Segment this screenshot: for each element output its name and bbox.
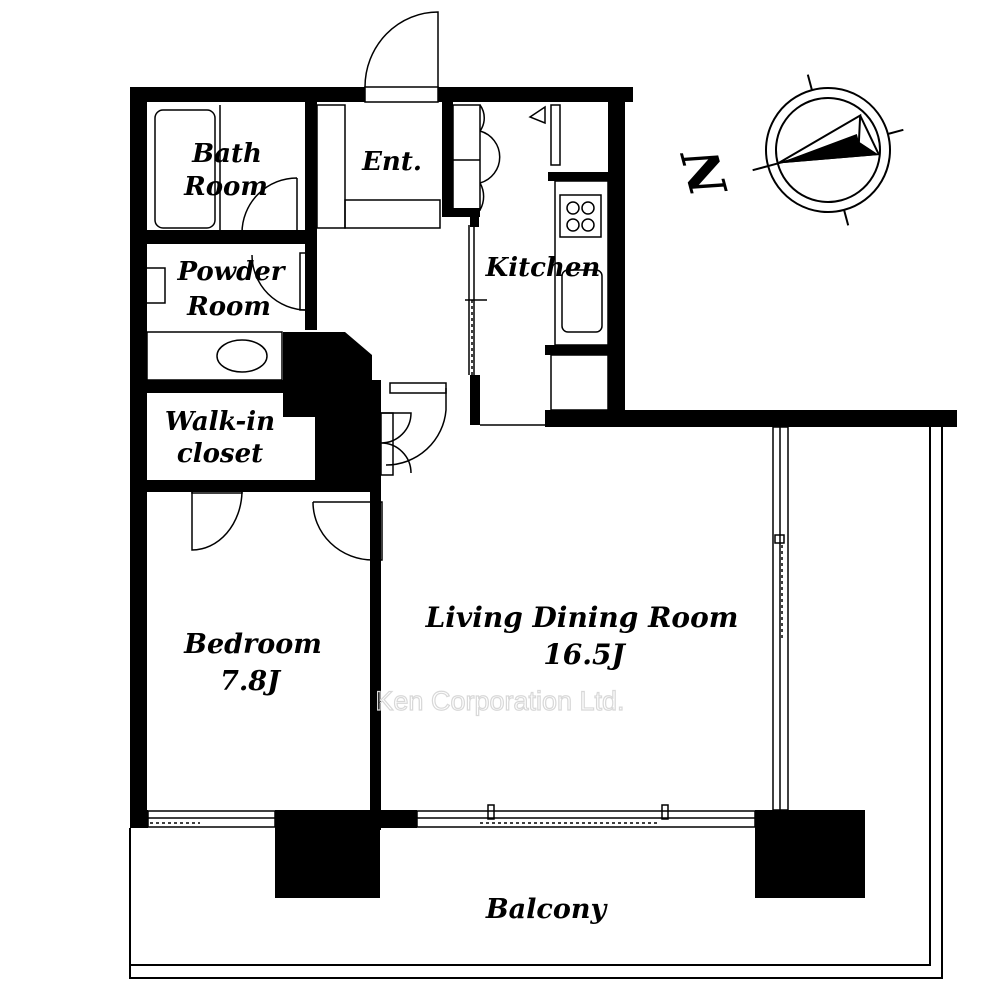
bath-room-label: Bath [191,139,262,169]
walls [130,87,957,898]
watermark: Ken Corporation Ltd. [375,686,624,716]
wash-basin [216,339,268,373]
bath-room-label-2: Room [183,172,268,202]
walk-in-closet-label-2: closet [177,439,263,469]
walk-in-closet-label: Walk-in [165,407,275,437]
powder-room-label-2: Room [186,292,271,322]
north-label: N [670,140,740,204]
bathtub [154,109,216,229]
entrance-door-swing [364,11,439,88]
living-room-label: Living Dining Room [425,601,739,634]
powder-room-label: Powder [177,257,287,287]
fixtures [146,11,789,828]
entrance-label: Ent. [361,147,422,177]
balcony-label: Balcony [485,894,609,925]
stove [559,194,602,238]
bedroom-label: Bedroom [183,629,322,660]
bedroom-area: 7.8J [220,666,282,697]
toilet [147,267,166,304]
living-room-area: 16.5J [543,638,626,671]
kitchen-sink [561,269,603,333]
kitchen-label: Kitchen [485,253,601,283]
compass [752,74,904,226]
balcony-outline [129,427,943,979]
